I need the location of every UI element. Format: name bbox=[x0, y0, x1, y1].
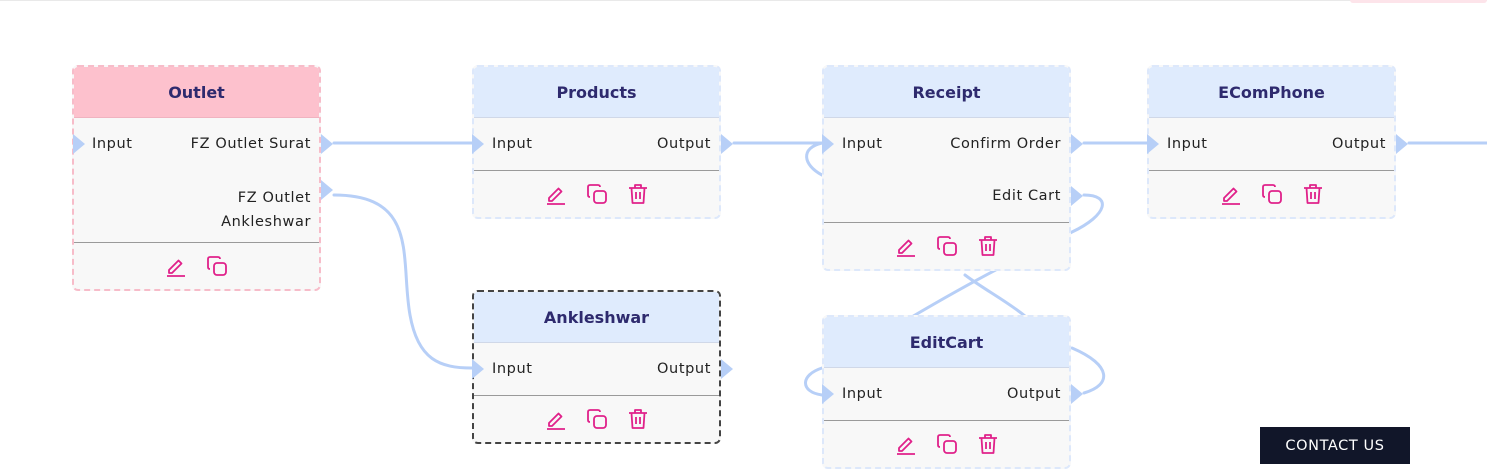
copy-icon[interactable] bbox=[1260, 182, 1284, 206]
output-port[interactable] bbox=[1396, 134, 1408, 154]
output-port[interactable] bbox=[1071, 134, 1083, 154]
copy-icon[interactable] bbox=[205, 254, 229, 278]
output-label: Confirm Order bbox=[950, 136, 1061, 152]
top-divider bbox=[0, 0, 1487, 1]
edit-icon[interactable] bbox=[894, 432, 918, 456]
node-title: EditCart bbox=[824, 317, 1069, 368]
edit-icon[interactable] bbox=[544, 407, 568, 431]
output-port[interactable] bbox=[321, 180, 333, 200]
edge-editcart-loop-out bbox=[1070, 346, 1105, 395]
output-port[interactable] bbox=[1071, 186, 1083, 206]
input-port[interactable] bbox=[73, 134, 85, 154]
input-port[interactable] bbox=[472, 134, 484, 154]
output-label: Output bbox=[657, 136, 711, 152]
node-row: Input Output bbox=[472, 118, 733, 170]
node-ankleshwar[interactable]: Ankleshwar Input Output bbox=[472, 290, 733, 444]
output-label: Output bbox=[657, 361, 711, 377]
node-title: Outlet bbox=[74, 67, 319, 118]
copy-icon[interactable] bbox=[935, 432, 959, 456]
node-row: Input Output bbox=[472, 343, 733, 395]
input-label: Input bbox=[492, 136, 533, 152]
node-ecomphone[interactable]: EComPhone Input Output bbox=[1147, 65, 1408, 219]
node-toolbar bbox=[1149, 170, 1394, 217]
edge-editcart-loop-in bbox=[804, 366, 824, 397]
node-row: Input Confirm Order bbox=[822, 118, 1083, 170]
edge-crossing bbox=[963, 273, 1027, 318]
delete-icon[interactable] bbox=[626, 182, 650, 206]
output-port[interactable] bbox=[321, 134, 333, 154]
delete-icon[interactable] bbox=[1301, 182, 1325, 206]
copy-icon[interactable] bbox=[935, 234, 959, 258]
node-toolbar bbox=[824, 222, 1069, 269]
output-label: Output bbox=[1007, 386, 1061, 402]
input-label: Input bbox=[842, 386, 883, 402]
output-port[interactable] bbox=[721, 134, 733, 154]
node-row: Input Output bbox=[1147, 118, 1408, 170]
input-label: Input bbox=[1167, 136, 1208, 152]
delete-icon[interactable] bbox=[976, 234, 1000, 258]
output-label: Edit Cart bbox=[992, 188, 1061, 204]
output-label: Output bbox=[1332, 136, 1386, 152]
edit-icon[interactable] bbox=[1219, 182, 1243, 206]
output-port[interactable] bbox=[721, 359, 733, 379]
edit-icon[interactable] bbox=[164, 254, 188, 278]
edge-outlet-ankleshwar-to-ankleshwar bbox=[332, 193, 474, 370]
node-title: Ankleshwar bbox=[474, 292, 719, 343]
input-port[interactable] bbox=[1147, 134, 1159, 154]
node-receipt[interactable]: Receipt Input Confirm Order Edit Cart bbox=[822, 65, 1083, 271]
delete-icon[interactable] bbox=[976, 432, 1000, 456]
node-title: Receipt bbox=[824, 67, 1069, 118]
node-row: Input Output bbox=[822, 368, 1083, 420]
input-label: Input bbox=[92, 136, 133, 152]
copy-icon[interactable] bbox=[585, 407, 609, 431]
output-label-line: Ankleshwar bbox=[221, 214, 311, 230]
node-toolbar bbox=[474, 170, 719, 217]
node-row: Input FZ Outlet Surat bbox=[73, 118, 333, 170]
delete-icon[interactable] bbox=[626, 407, 650, 431]
output-label: FZ Outlet Ankleshwar bbox=[221, 186, 311, 234]
node-outlet[interactable]: Outlet Input FZ Outlet Surat FZ Outlet A… bbox=[72, 65, 333, 291]
node-row: Edit Cart bbox=[824, 170, 1083, 222]
node-editcart[interactable]: EditCart Input Output bbox=[822, 315, 1083, 469]
copy-icon[interactable] bbox=[585, 182, 609, 206]
node-products[interactable]: Products Input Output bbox=[472, 65, 733, 219]
input-label: Input bbox=[492, 361, 533, 377]
node-toolbar bbox=[824, 420, 1069, 467]
top-accent bbox=[1350, 0, 1487, 3]
input-label: Input bbox=[842, 136, 883, 152]
node-title: EComPhone bbox=[1149, 67, 1394, 118]
input-port[interactable] bbox=[822, 134, 834, 154]
contact-us-button[interactable]: CONTACT US bbox=[1260, 427, 1410, 464]
output-label: FZ Outlet Surat bbox=[190, 136, 311, 152]
input-port[interactable] bbox=[822, 384, 834, 404]
edit-icon[interactable] bbox=[894, 234, 918, 258]
output-port[interactable] bbox=[1071, 384, 1083, 404]
edge-receipt-loop bbox=[805, 141, 824, 177]
node-row: FZ Outlet Ankleshwar bbox=[74, 170, 333, 242]
node-toolbar bbox=[474, 395, 719, 442]
input-port[interactable] bbox=[472, 359, 484, 379]
node-title: Products bbox=[474, 67, 719, 118]
output-label-line: FZ Outlet bbox=[237, 190, 311, 206]
edit-icon[interactable] bbox=[544, 182, 568, 206]
node-toolbar bbox=[74, 242, 319, 289]
